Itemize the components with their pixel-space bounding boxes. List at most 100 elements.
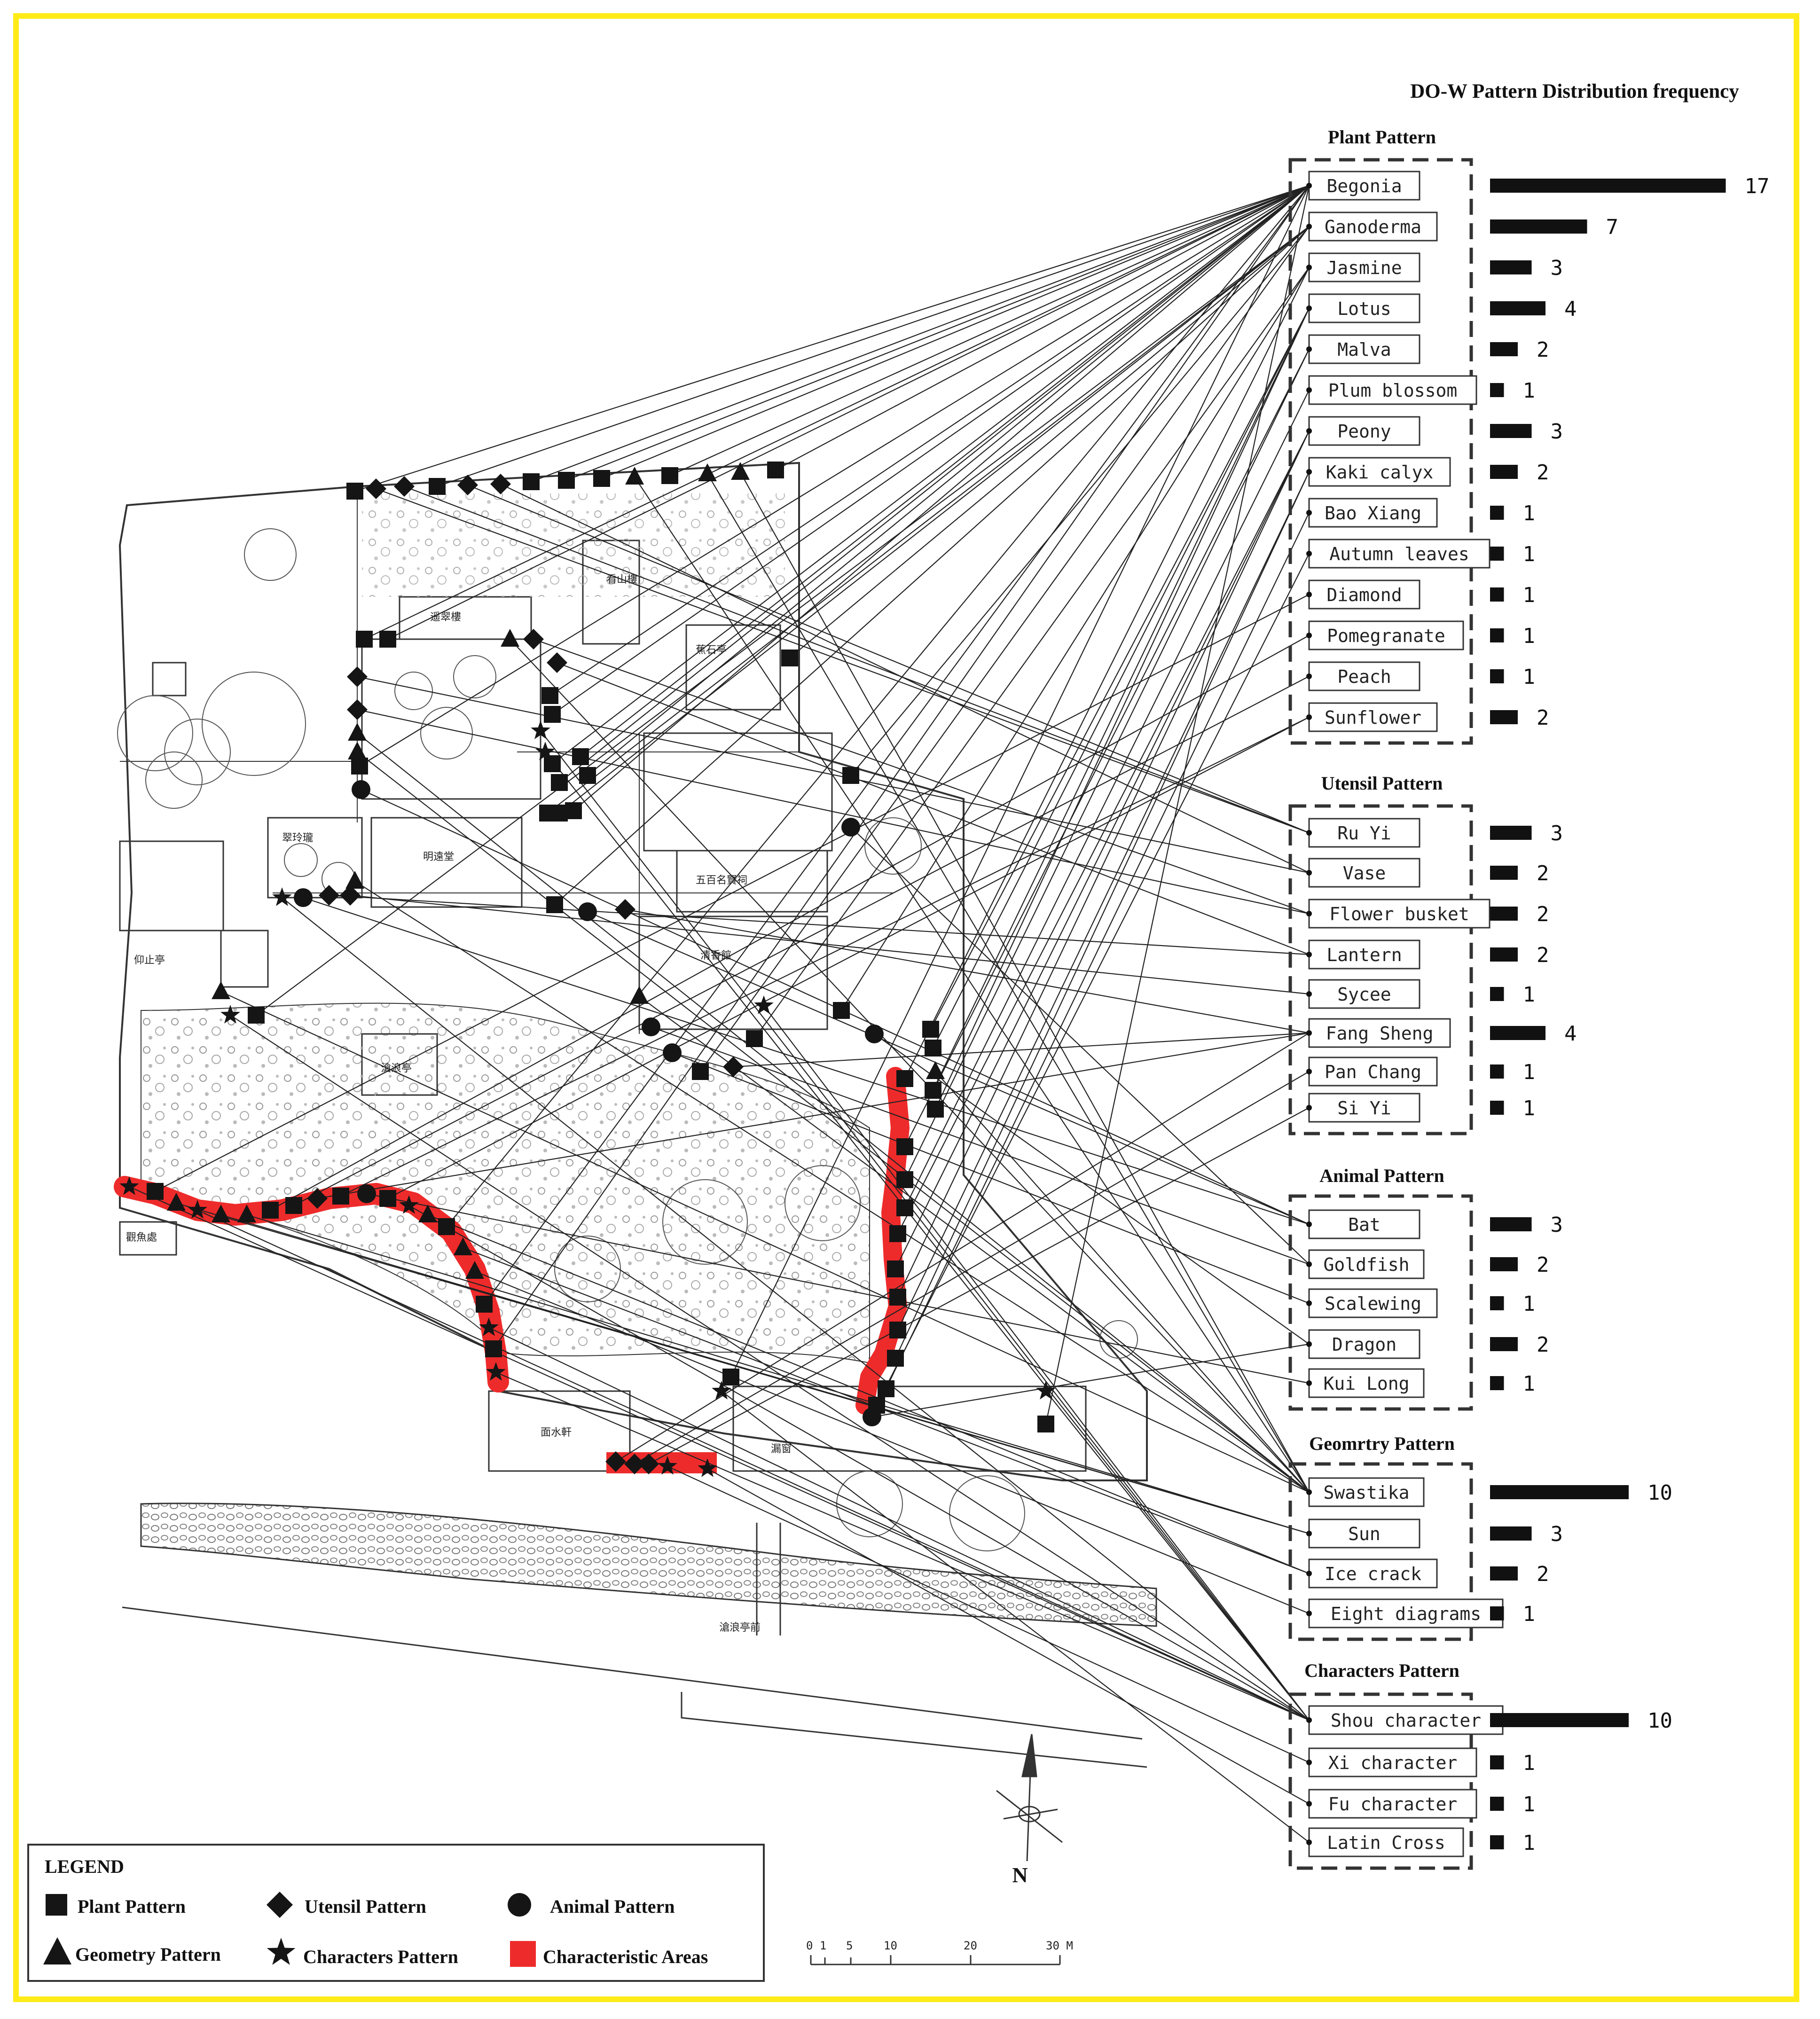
scale-tick-label: 20 — [964, 1939, 977, 1952]
item-box — [1308, 1477, 1425, 1507]
frequency-bar — [1490, 301, 1545, 315]
plant-pattern-marker — [1037, 1416, 1054, 1432]
scale-bar-labels: 0 1 5 10 20 30 M — [806, 1939, 1073, 1952]
item-label: Sunflower — [1325, 707, 1421, 728]
item-label: Fang Sheng — [1326, 1023, 1434, 1044]
connection-line — [897, 430, 1310, 1234]
connection-line — [850, 827, 1310, 1265]
frequency-bar — [1490, 1337, 1518, 1351]
connection-line — [897, 471, 1310, 1330]
connection-line — [625, 908, 1310, 1034]
map-label: 滄浪亭前 — [719, 1622, 761, 1634]
map-label: 漏窗 — [771, 1443, 792, 1455]
animal-pattern-marker — [865, 1025, 884, 1043]
utensil-pattern-marker — [615, 899, 635, 920]
frequency-value: 1 — [1523, 1372, 1536, 1396]
item-box — [1308, 1056, 1438, 1087]
map-label: 仰止亭 — [134, 955, 165, 966]
characters-pattern-marker — [531, 720, 550, 739]
plant-pattern-marker — [722, 1369, 739, 1385]
map-label: 觀魚處 — [126, 1232, 157, 1244]
plant-pattern-marker — [262, 1202, 279, 1219]
connection-line — [404, 485, 1310, 834]
frequency-bar — [1490, 587, 1504, 602]
utensil-pattern-marker — [624, 1454, 645, 1474]
building-15 — [732, 1385, 1087, 1472]
connection-line — [340, 717, 1310, 1197]
plant-pattern-marker — [878, 1380, 894, 1397]
item-label: Peach — [1337, 666, 1391, 687]
connection-line — [270, 635, 1310, 1211]
connection-line — [354, 881, 1310, 1493]
connection-line — [129, 1186, 1310, 1721]
scale-tick-label: 30 M — [1046, 1939, 1073, 1952]
frequency-value: 3 — [1551, 256, 1563, 280]
connection-line — [935, 1071, 1310, 1493]
item-box — [1308, 979, 1420, 1009]
building-2 — [361, 638, 541, 800]
item-anchor-dot — [1306, 1611, 1312, 1616]
item-label: Eight diagrams — [1331, 1604, 1481, 1624]
plant-pattern-marker — [351, 758, 368, 775]
map-label: 五百名賢祠 — [696, 875, 747, 886]
item-box — [1308, 1249, 1425, 1279]
group-dashed-frame — [1288, 158, 1473, 745]
utensil-pattern-marker — [366, 478, 386, 499]
utensil-pattern-marker — [547, 652, 567, 673]
geometry-pattern-marker — [625, 467, 644, 485]
group-dashed-frame — [1288, 1462, 1473, 1641]
plant-pattern-marker — [767, 462, 784, 478]
connection-line — [317, 1032, 1310, 1199]
connection-line — [155, 594, 1310, 1192]
scale-tick-label: 0 1 — [806, 1939, 826, 1952]
building-16 — [119, 1221, 177, 1256]
characters-pattern-marker — [1036, 1381, 1056, 1400]
connection-line — [566, 185, 1310, 481]
item-box — [1308, 818, 1420, 848]
item-box — [1308, 1288, 1438, 1318]
item-box — [1308, 1093, 1420, 1123]
item-label: Pomegranate — [1327, 626, 1445, 646]
frequency-value: 1 — [1523, 1751, 1536, 1775]
connection-line — [740, 472, 1310, 1493]
item-box — [1308, 293, 1420, 323]
connection-line — [763, 1005, 1310, 1721]
building-11 — [119, 840, 224, 931]
item-box — [1308, 211, 1438, 242]
group-title: Plant Pattern — [1328, 126, 1436, 148]
plant-pattern-marker — [922, 1021, 939, 1038]
connection-line — [721, 1391, 1310, 1843]
geometry-pattern-marker — [501, 629, 519, 647]
item-anchor-dot — [1306, 1489, 1312, 1495]
bridge — [756, 1523, 781, 1636]
connection-line — [669, 185, 1310, 477]
connection-line — [895, 430, 1310, 1269]
connection-line — [730, 185, 1310, 1377]
geometry-pattern-marker — [345, 871, 364, 889]
item-label: Pan Chang — [1325, 1062, 1421, 1082]
item-anchor-dot — [1306, 305, 1312, 311]
connection-line — [540, 730, 1310, 1721]
item-anchor-dot — [1306, 1221, 1312, 1227]
plant-pattern-marker — [539, 805, 556, 822]
item-anchor-dot — [1306, 1717, 1312, 1723]
connection-line — [354, 185, 1310, 492]
plant-pattern-marker — [593, 470, 610, 487]
geometry-pattern-marker — [465, 1261, 484, 1279]
item-anchor-dot — [1306, 510, 1312, 516]
connection-line — [634, 1071, 1310, 1464]
connection-line — [531, 185, 1310, 483]
frequency-bar — [1490, 907, 1518, 921]
connection-line — [876, 553, 1310, 1406]
item-box — [1308, 457, 1451, 487]
plant-pattern-marker — [925, 1082, 941, 1099]
item-label: Malva — [1337, 339, 1391, 360]
frequency-bar — [1490, 1835, 1504, 1849]
characters-pattern-marker — [698, 1458, 717, 1477]
legend: LEGEND Plant Pattern Utensil Pattern Ani… — [27, 1844, 765, 1982]
mid-foliage — [141, 1010, 376, 1189]
item-label: Autumn leaves — [1329, 544, 1469, 564]
frequency-value: 1 — [1523, 1096, 1536, 1120]
